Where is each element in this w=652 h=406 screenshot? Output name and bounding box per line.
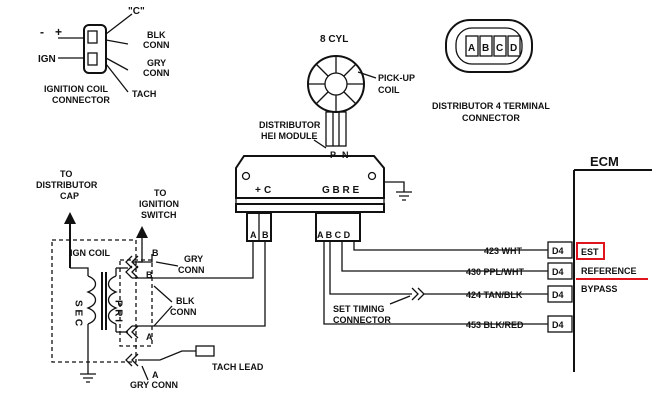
hei-label-2: HEI MODULE xyxy=(261,131,318,141)
coil-minus-label: - xyxy=(40,25,44,39)
gry-conn-label-2: CONN xyxy=(143,68,170,78)
wire-430-label: 430 PPL/WHT xyxy=(466,267,525,277)
d4-bypass-label: D4 xyxy=(552,290,564,300)
ecm: ECM D4 D4 D4 D4 EST REFERENCE BYPASS xyxy=(547,154,652,372)
blk-conn-label: BLK xyxy=(147,30,166,40)
dist-conn-title: DISTRIBUTOR 4 TERMINAL xyxy=(432,101,550,111)
to-switch-label-3: SWITCH xyxy=(141,210,177,220)
wire-423-label: 423 WHT xyxy=(484,246,523,256)
to-switch-label: TO xyxy=(154,188,166,198)
module-wiring: SET TIMING CONNECTOR 423 WHT 430 PPL/WHT… xyxy=(132,241,548,330)
blk-conn-label-2: CONN xyxy=(143,40,170,50)
gry-conn-b-label-2: CONN xyxy=(178,265,205,275)
coil-ign-label: IGN xyxy=(38,54,56,65)
tach-label: TACH xyxy=(132,89,156,99)
distributor-4-terminal-connector: A B C D DISTRIBUTOR 4 TERMINAL CONNECTOR xyxy=(432,19,550,123)
coil-connector-title-2: CONNECTOR xyxy=(52,95,110,105)
pickup-coil: 8 CYL PICK-UP COIL xyxy=(307,34,415,147)
reference-label: REFERENCE xyxy=(581,266,637,276)
reluctor-teeth xyxy=(308,56,364,112)
term-c-label: C xyxy=(496,43,503,54)
set-timing-label: SET TIMING xyxy=(333,304,385,314)
gry-conn-b-label: GRY xyxy=(184,254,203,264)
tach-lead-label: TACH LEAD xyxy=(212,362,264,372)
hei-module: DISTRIBUTOR HEI MODULE P N + C G B R E A… xyxy=(235,120,412,242)
to-cap-label-2: DISTRIBUTOR xyxy=(36,180,98,190)
blk-conn-b-label: BLK xyxy=(176,296,195,306)
coil-connector-title: IGNITION COIL xyxy=(44,84,109,94)
to-switch-label-2: IGNITION xyxy=(139,199,179,209)
term-b-label: B xyxy=(482,43,489,54)
ecm-label: ECM xyxy=(590,154,619,169)
term-a-label: A xyxy=(468,43,475,54)
mod-b-label: B xyxy=(262,230,269,240)
to-cap-label: TO xyxy=(60,169,72,179)
sec-label: S E C xyxy=(73,300,84,326)
term-d-label: D xyxy=(510,43,517,54)
ignition-coil-schematic: TO DISTRIBUTOR CAP TO IGNITION SWITCH IG… xyxy=(36,169,264,390)
ignition-coil-connector: "C" + - IGN BLK CONN GRY CONN TACH IGNIT… xyxy=(38,6,170,105)
est-label: EST xyxy=(581,247,599,257)
bypass-label: BYPASS xyxy=(581,284,617,294)
to-cap-label-3: CAP xyxy=(60,191,79,201)
pickup-label: PICK-UP xyxy=(378,73,415,83)
hei-label: DISTRIBUTOR xyxy=(259,120,321,130)
d4-est-label: D4 xyxy=(552,246,564,256)
coil-c-label: "C" xyxy=(128,6,145,17)
module-c-label: C xyxy=(264,185,271,196)
d4-ref-label: D4 xyxy=(552,267,564,277)
cyl-label: 8 CYL xyxy=(320,34,348,45)
wire-453-label: 453 BLK/RED xyxy=(466,320,524,330)
gry-conn-a-label: GRY CONN xyxy=(130,380,178,390)
est-highlight-box xyxy=(576,242,605,260)
d4-ground-label: D4 xyxy=(552,320,564,330)
pin-a-label: A xyxy=(146,332,153,342)
wire-424-label: 424 TAN/BLK xyxy=(466,290,523,300)
pri-label: P R I xyxy=(113,300,124,322)
module-gbre-label: G B R E xyxy=(322,185,360,196)
module-plus-label: + xyxy=(255,185,261,196)
pin-a-label-2: A xyxy=(152,370,159,380)
set-timing-label-2: CONNECTOR xyxy=(333,315,391,325)
blk-conn-b-label-2: CONN xyxy=(170,307,197,317)
ign-coil-label: IGN COIL xyxy=(70,248,111,258)
pickup-label-2: COIL xyxy=(378,85,400,95)
mod-conn-label: A B C D xyxy=(317,230,351,240)
pin-b-label-2: B xyxy=(146,270,153,280)
pin-b-label: B xyxy=(152,248,159,258)
gry-conn-label: GRY xyxy=(147,58,166,68)
coil-plus-label: + xyxy=(55,25,62,39)
dist-conn-title-2: CONNECTOR xyxy=(462,113,520,123)
mod-a-label: A xyxy=(250,230,257,240)
